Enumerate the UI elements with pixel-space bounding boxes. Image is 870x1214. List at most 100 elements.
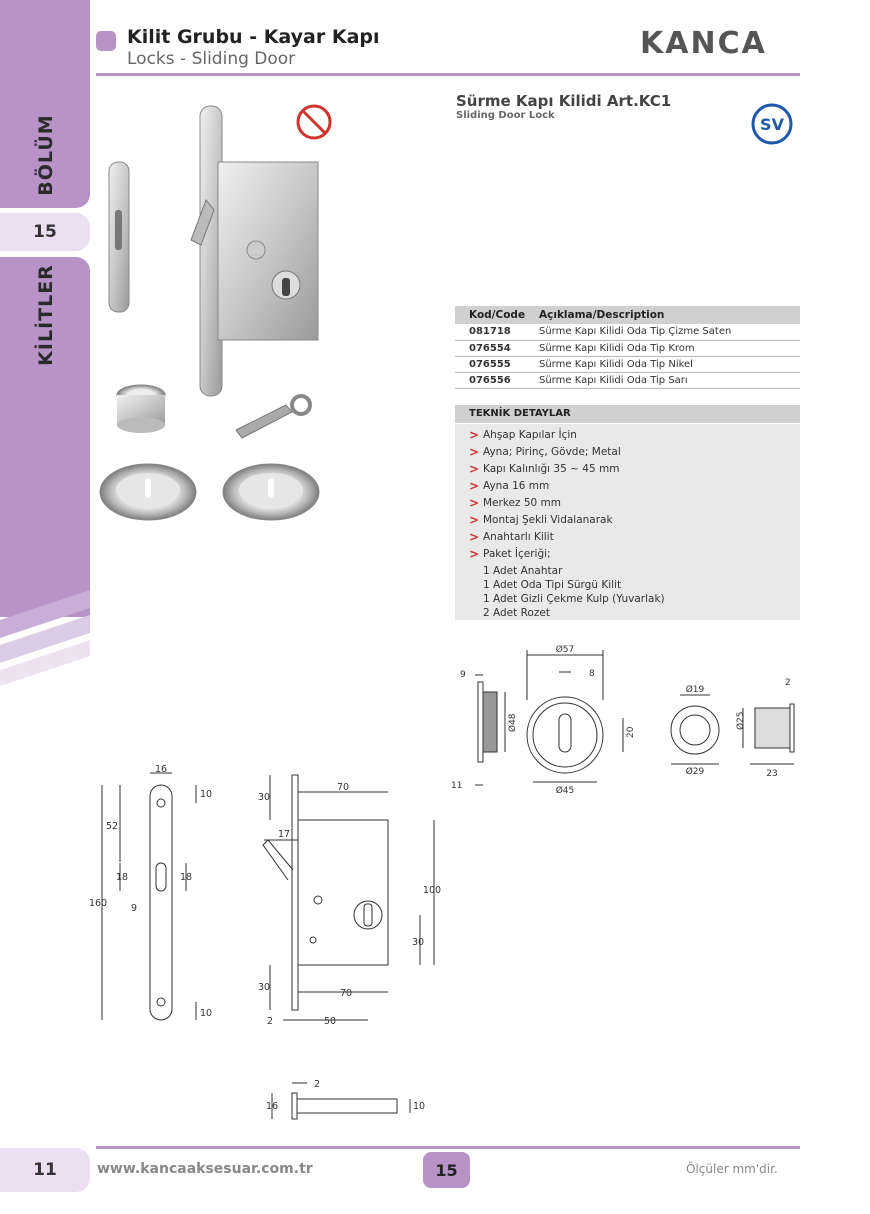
dim-label: 11 <box>451 781 462 791</box>
footer-page-tab: 11 <box>0 1148 90 1192</box>
arrow-icon: > <box>469 530 480 544</box>
dim-label: 70 <box>340 988 352 999</box>
col-desc-header: Açıklama/Description <box>533 306 800 324</box>
product-title: Sürme Kapı Kilidi Art.KC1 <box>456 92 672 110</box>
page-number-mid: 15 <box>435 1161 458 1180</box>
dim-label: Ø25 <box>735 711 746 730</box>
section-number-tab: 15 <box>0 213 90 251</box>
tech-item-text: Ayna; Pirinç, Gövde; Metal <box>483 446 621 458</box>
list-item: >Montaj Şekli Vidalanarak <box>469 513 800 530</box>
package-item: 2 Adet Rozet <box>483 607 550 619</box>
cell-description: Sürme Kapı Kilidi Oda Tip Çizme Saten <box>533 324 800 341</box>
table-row: 076556 Sürme Kapı Kilidi Oda Tip Sarı <box>455 372 800 389</box>
section-number: 15 <box>33 222 57 242</box>
list-item: >Anahtarlı Kilit <box>469 530 800 547</box>
arrow-icon: > <box>469 445 480 459</box>
footer-section-tab: 15 <box>423 1152 470 1188</box>
dim-label: 17 <box>278 829 290 840</box>
dim-label: 50 <box>324 1016 336 1027</box>
dim-label: 30 <box>258 792 270 803</box>
dim-label: 2 <box>267 1016 273 1027</box>
dim-label: Ø29 <box>686 766 705 777</box>
dim-label: 9 <box>131 903 137 914</box>
dim-label: Ø19 <box>686 684 705 695</box>
cell-code: 076554 <box>455 340 533 357</box>
arrow-icon: > <box>469 496 480 510</box>
sidebar-section-block: BÖLÜM <box>0 0 90 208</box>
dim-label: 9 <box>460 670 466 680</box>
list-item: >Ayna 16 mm <box>469 479 800 496</box>
table-row: 076554 Sürme Kapı Kilidi Oda Tip Krom <box>455 340 800 357</box>
dim-label: 16 <box>266 1101 278 1112</box>
code-table: Kod/Code Açıklama/Description 081718 Sür… <box>455 306 800 389</box>
dim-label: 30 <box>258 982 270 993</box>
cell-description: Sürme Kapı Kilidi Oda Tip Krom <box>533 340 800 357</box>
cell-code: 076555 <box>455 356 533 373</box>
list-item: >Ayna; Pirinç, Gövde; Metal <box>469 445 800 462</box>
page-number-left: 11 <box>33 1160 57 1180</box>
dim-label: 20 <box>626 726 636 738</box>
brand-logo: KANCA <box>640 26 767 61</box>
product-photos <box>99 104 332 521</box>
dim-label: 16 <box>155 765 167 775</box>
table-row: 081718 Sürme Kapı Kilidi Oda Tip Çizme S… <box>455 324 800 341</box>
rosette-cup-drawing: 9 11 Ø48 Ø57 8 20 Ø45 Ø19 Ø29 Ø25 2 23 <box>451 644 795 796</box>
sidebar-decor-bands <box>0 590 90 686</box>
key <box>235 404 293 439</box>
header-marker <box>96 31 116 51</box>
tech-details: >Ahşap Kapılar İçin >Ayna; Pirinç, Gövde… <box>455 424 800 620</box>
lockbody-drawing: 70 30 17 100 30 30 70 2 50 <box>258 774 441 1027</box>
arrow-icon: > <box>469 547 480 561</box>
cell-description: Sürme Kapı Kilidi Oda Tip Sarı <box>533 372 800 389</box>
footer-divider <box>96 1146 800 1149</box>
tech-item-text: Paket İçeriği; <box>483 548 551 560</box>
sidebar: BÖLÜM 15 KİLİTLER <box>0 0 90 1214</box>
dim-label: 18 <box>180 872 192 883</box>
dim-label: 10 <box>200 789 212 800</box>
col-code-header: Kod/Code <box>455 306 533 324</box>
tech-item-text: Ayna 16 mm <box>483 480 550 492</box>
page-subtitle: Locks - Sliding Door <box>127 49 296 69</box>
arrow-icon: > <box>469 513 480 527</box>
list-item: >Paket İçeriği; <box>469 547 800 564</box>
footer-url[interactable]: www.kancaaksesuar.com.tr <box>97 1161 313 1177</box>
side-drawing: 2 16 10 <box>266 1079 425 1120</box>
dim-label: 10 <box>413 1101 425 1112</box>
sv-brand-icon: SV <box>751 103 793 145</box>
dim-label: 8 <box>589 669 595 679</box>
section-label: BÖLÜM <box>35 114 57 196</box>
cell-code: 081718 <box>455 324 533 341</box>
list-item: >Ahşap Kapılar İçin <box>469 428 800 445</box>
package-item: 1 Adet Gizli Çekme Kulp (Yuvarlak) <box>483 593 665 605</box>
lock-body <box>217 161 319 341</box>
arrow-icon: > <box>469 462 480 476</box>
arrow-icon: > <box>469 428 480 442</box>
cell-code: 076556 <box>455 372 533 389</box>
dim-label: Ø45 <box>556 785 575 796</box>
package-item: 1 Adet Oda Tipi Sürgü Kilit <box>483 579 622 591</box>
dim-label: 2 <box>785 678 791 688</box>
list-item: >Merkez 50 mm <box>469 496 800 513</box>
tech-item-text: Montaj Şekli Vidalanarak <box>483 514 613 526</box>
dim-label: 23 <box>766 769 777 779</box>
category-label: KİLİTLER <box>35 264 57 366</box>
dim-label: Ø48 <box>507 713 518 732</box>
dim-label: Ø57 <box>556 644 575 655</box>
cell-description: Sürme Kapı Kilidi Oda Tip Nikel <box>533 356 800 373</box>
page-title: Kilit Grubu - Kayar Kapı <box>127 26 380 48</box>
list-item: >Kapı Kalınlığı 35 ~ 45 mm <box>469 462 800 479</box>
dim-label: 70 <box>337 782 349 793</box>
header-divider <box>96 73 800 76</box>
tech-item-text: Merkez 50 mm <box>483 497 562 509</box>
faceplate-drawing: 16 10 52 18 18 9 160 10 <box>90 765 212 1021</box>
dim-label: 30 <box>412 937 424 948</box>
dim-label: 18 <box>116 872 128 883</box>
product-subtitle: Sliding Door Lock <box>456 110 555 121</box>
dim-label: 160 <box>90 898 107 909</box>
arrow-icon: > <box>469 479 480 493</box>
tech-item-text: Kapı Kalınlığı 35 ~ 45 mm <box>483 463 620 475</box>
table-row: 076555 Sürme Kapı Kilidi Oda Tip Nikel <box>455 356 800 373</box>
stamp-mark <box>296 104 332 140</box>
sv-brand-text: SV <box>760 115 785 134</box>
footer-note: Ölçüler mm'dir. <box>686 1162 778 1176</box>
